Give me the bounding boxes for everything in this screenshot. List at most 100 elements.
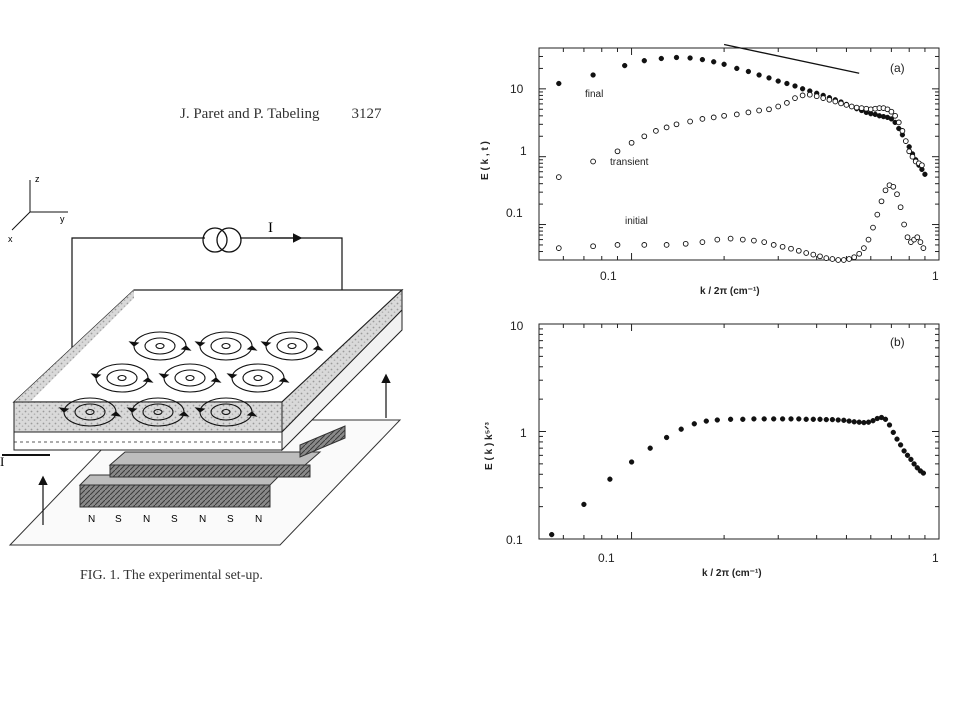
data-point xyxy=(813,93,820,100)
data-point xyxy=(721,61,727,67)
data-point xyxy=(920,470,927,476)
data-point xyxy=(714,236,721,243)
data-point xyxy=(733,111,740,118)
data-point xyxy=(846,418,852,424)
data-point xyxy=(851,419,857,425)
data-point xyxy=(784,80,790,87)
data-point xyxy=(906,148,913,155)
chart-marks xyxy=(549,414,927,538)
data-point xyxy=(590,72,596,78)
data-point xyxy=(890,183,897,190)
data-point xyxy=(628,459,635,465)
vortex-icon xyxy=(194,397,258,427)
axis-x-label: x xyxy=(8,234,13,244)
data-point xyxy=(835,417,841,423)
data-point xyxy=(870,224,876,231)
data-point xyxy=(795,247,802,254)
data-point xyxy=(775,103,782,110)
axis-z-label: z xyxy=(35,174,40,184)
header-page-number: 3127 xyxy=(351,106,382,122)
data-point xyxy=(832,98,839,105)
series-transient xyxy=(555,91,925,180)
data-point xyxy=(856,419,862,425)
reference-slope-line xyxy=(723,43,860,74)
data-point xyxy=(892,112,898,119)
data-point xyxy=(663,242,670,248)
data-point xyxy=(865,236,872,243)
data-point xyxy=(803,416,809,422)
data-point xyxy=(658,55,664,62)
data-point xyxy=(901,448,907,454)
data-point xyxy=(711,59,717,65)
data-point xyxy=(784,100,790,106)
data-point xyxy=(770,242,777,248)
data-point xyxy=(607,476,613,482)
data-point xyxy=(673,121,680,128)
y-tick-label: 0.1 xyxy=(506,206,523,220)
data-point xyxy=(895,119,902,126)
chart-marks xyxy=(555,43,928,263)
data-point xyxy=(687,55,693,61)
data-point xyxy=(756,107,762,114)
data-point xyxy=(740,416,746,422)
data-point xyxy=(682,240,689,247)
data-point xyxy=(874,211,881,218)
data-point xyxy=(878,198,885,205)
magnet-label: N xyxy=(143,514,150,525)
data-point xyxy=(846,256,852,262)
data-point xyxy=(745,68,752,75)
data-point xyxy=(806,91,813,98)
vortex-icon xyxy=(128,331,192,361)
data-point xyxy=(909,153,916,160)
current-label: I xyxy=(268,220,273,236)
data-point xyxy=(775,78,781,84)
x-tick-label: 1 xyxy=(932,269,939,283)
data-point xyxy=(799,86,806,92)
data-point xyxy=(766,75,772,81)
series-initial xyxy=(555,182,927,263)
data-point xyxy=(622,62,628,69)
plot-frame xyxy=(538,323,940,540)
x-axis-label: k / 2π (cm⁻¹) xyxy=(700,286,760,297)
data-point xyxy=(788,416,794,422)
data-point xyxy=(897,442,904,448)
data-point xyxy=(663,434,670,441)
data-point xyxy=(803,250,810,256)
data-point xyxy=(614,242,621,248)
data-point xyxy=(691,421,697,427)
data-point xyxy=(890,429,896,436)
data-point xyxy=(838,100,844,107)
x-tick-label: 0.1 xyxy=(600,269,617,283)
plot-frame xyxy=(538,47,940,261)
data-point xyxy=(882,187,889,194)
data-point xyxy=(823,416,829,423)
data-point xyxy=(856,250,863,257)
y-tick-label: 10 xyxy=(510,319,524,333)
data-point xyxy=(843,102,850,108)
data-point xyxy=(861,419,867,426)
x-axis-label: k / 2π (cm⁻¹) xyxy=(702,568,762,579)
data-point xyxy=(817,253,823,260)
data-point xyxy=(673,54,680,61)
data-point xyxy=(727,416,734,422)
axis-y-label: y xyxy=(60,214,65,224)
data-point xyxy=(556,80,562,87)
figure-caption: FIG. 1. The experimental set-up. xyxy=(80,568,263,583)
fluid-cell: I xyxy=(0,288,404,469)
data-point xyxy=(792,83,798,89)
data-point xyxy=(841,417,847,423)
magnet-label: N xyxy=(88,514,95,525)
data-point xyxy=(647,445,653,451)
data-point xyxy=(861,245,867,251)
data-point xyxy=(699,116,706,122)
magnet-label: S xyxy=(227,514,234,525)
data-point xyxy=(641,133,648,140)
data-point xyxy=(727,235,734,242)
data-point xyxy=(756,72,762,78)
data-point xyxy=(914,465,920,471)
y-tick-label: 10 xyxy=(510,82,524,96)
data-point xyxy=(851,254,858,261)
x-tick-label: 1 xyxy=(932,551,939,565)
data-point xyxy=(810,416,816,422)
